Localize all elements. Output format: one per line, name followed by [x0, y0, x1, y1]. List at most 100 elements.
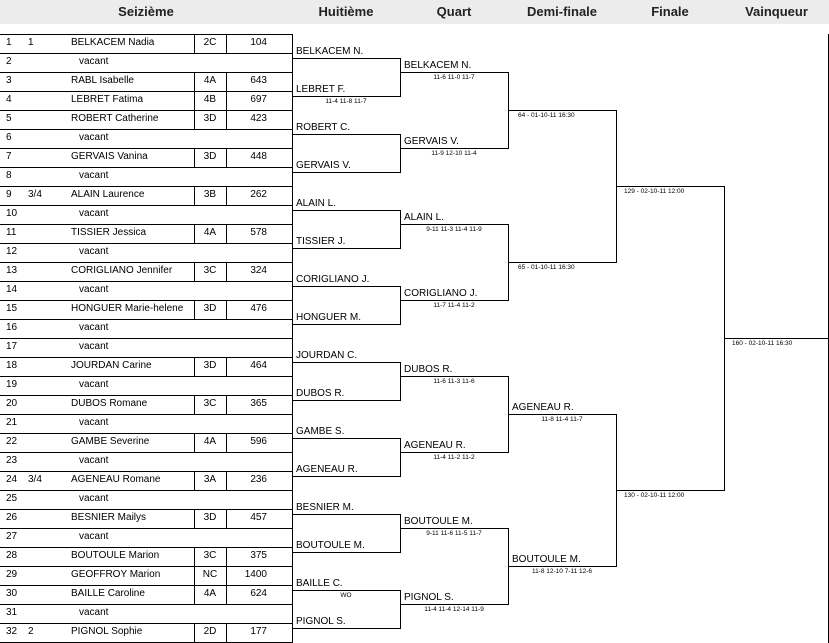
- player-points: 624: [250, 588, 267, 599]
- player-name: ALAIN Laurence: [71, 189, 145, 200]
- match-score: 9-11 11-6 11-5 11-7: [426, 530, 482, 537]
- match-score: 11-4 11-8 11-7: [325, 98, 367, 105]
- quart-player: BOUTOULE M.: [404, 516, 473, 527]
- player-points: 448: [250, 151, 267, 162]
- seed-number: 23: [6, 455, 18, 466]
- player-points: 324: [250, 265, 267, 276]
- row-line: [0, 205, 292, 206]
- bracket-line: [292, 248, 400, 249]
- bracket-line: [400, 590, 401, 629]
- cell-divider: [194, 509, 195, 529]
- row-line: [0, 623, 292, 624]
- player-name: ROBERT Catherine: [71, 113, 159, 124]
- bracket-line: [400, 376, 508, 377]
- match-info: 130 - 02-10-11 12:00: [624, 492, 685, 499]
- cell-divider: [226, 585, 227, 605]
- player-club: 3D: [203, 151, 217, 162]
- bracket-line: [400, 210, 401, 249]
- cell-divider: [194, 547, 195, 567]
- round-header: Quart: [400, 0, 508, 24]
- row-line: [0, 167, 292, 168]
- bracket-line: [292, 34, 293, 643]
- bracket-line: [292, 96, 400, 97]
- cell-divider: [226, 357, 227, 377]
- row-line: [0, 262, 292, 263]
- row-line: [0, 357, 292, 358]
- bracket-line: [508, 566, 616, 567]
- player-club: 4B: [203, 94, 217, 105]
- cell-divider: [194, 148, 195, 168]
- match-score: 11-9 12-10 11-4: [431, 150, 477, 157]
- match-score: 11-7 11-4 11-2: [433, 302, 475, 309]
- match-score: 11-8 12-10 7-11 12-6: [531, 568, 593, 575]
- player-points: 375: [250, 550, 267, 561]
- bracket-line: [292, 476, 400, 477]
- seed-number: 17: [6, 341, 18, 352]
- bracket-line: [400, 604, 508, 605]
- player-name: vacant: [79, 322, 109, 333]
- huitieme-player: BELKACEM N.: [296, 46, 364, 57]
- cell-divider: [226, 509, 227, 529]
- player-name: vacant: [79, 246, 109, 257]
- huitieme-player: AGENEAU R.: [296, 464, 358, 475]
- seed-rank: 2: [28, 626, 34, 637]
- player-points: 457: [250, 512, 267, 523]
- player-name: CORIGLIANO Jennifer: [71, 265, 173, 276]
- seed-number: 20: [6, 398, 18, 409]
- bracket-line: [400, 528, 508, 529]
- bracket-line: [292, 514, 400, 515]
- seed-number: 6: [6, 132, 12, 143]
- player-club: 2D: [203, 626, 217, 637]
- match-info: 129 - 02-10-11 12:00: [624, 188, 685, 195]
- bracket-line: [508, 414, 616, 415]
- player-name: RABL Isabelle: [71, 75, 134, 86]
- row-line: [0, 509, 292, 510]
- row-line: [0, 566, 292, 567]
- huitieme-player: PIGNOL S.: [296, 616, 346, 627]
- match-score: 11-6 11-0 11-7: [433, 74, 475, 81]
- cell-divider: [194, 262, 195, 282]
- player-name: vacant: [79, 170, 109, 181]
- player-club: 4A: [203, 75, 217, 86]
- demi-player: AGENEAU R.: [512, 402, 574, 413]
- cell-divider: [226, 91, 227, 111]
- cell-divider: [226, 300, 227, 320]
- player-name: BOUTOULE Marion: [71, 550, 160, 561]
- player-name: vacant: [79, 341, 109, 352]
- player-club: 3D: [203, 360, 217, 371]
- cell-divider: [226, 566, 227, 586]
- match-score: 11-4 11-4 12-14 11-9: [424, 606, 484, 613]
- bracket-line: [400, 362, 401, 401]
- row-line: [0, 243, 292, 244]
- player-name: vacant: [79, 531, 109, 542]
- cell-divider: [226, 224, 227, 244]
- match-info: 64 - 01-10-11 16:30: [518, 112, 575, 119]
- seed-number: 18: [6, 360, 18, 371]
- seed-number: 7: [6, 151, 12, 162]
- seed-number: 10: [6, 208, 18, 219]
- cell-divider: [194, 34, 195, 54]
- round-header: Huitième: [292, 0, 400, 24]
- player-points: 476: [250, 303, 267, 314]
- row-line: [0, 91, 292, 92]
- cell-divider: [194, 395, 195, 415]
- cell-divider: [226, 148, 227, 168]
- player-club: 3A: [203, 474, 217, 485]
- match-info: 65 - 01-10-11 16:30: [518, 264, 575, 271]
- row-line: [0, 414, 292, 415]
- player-club: 3D: [203, 512, 217, 523]
- player-club: 3C: [203, 550, 217, 561]
- player-club: 4A: [203, 436, 217, 447]
- seed-number: 22: [6, 436, 18, 447]
- cell-divider: [194, 186, 195, 206]
- row-line: [0, 281, 292, 282]
- round-header: Vainqueur: [724, 0, 829, 24]
- seed-number: 1: [6, 37, 12, 48]
- player-name: vacant: [79, 493, 109, 504]
- seed-number: 21: [6, 417, 18, 428]
- row-line: [0, 34, 292, 35]
- bracket-line: [400, 224, 508, 225]
- player-points: 104: [250, 37, 267, 48]
- match-score: WO: [340, 592, 352, 599]
- seed-number: 9: [6, 189, 12, 200]
